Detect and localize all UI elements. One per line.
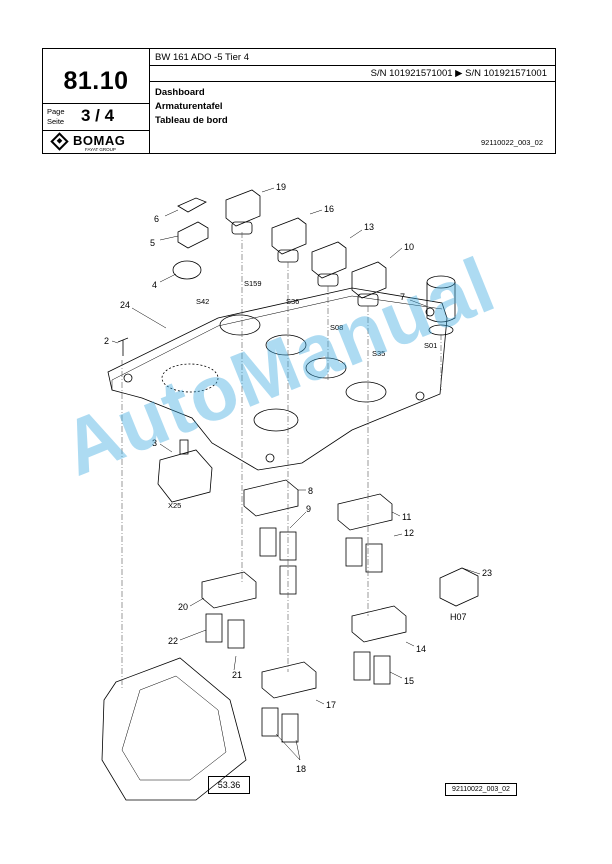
callout-24: 24: [120, 300, 130, 310]
contact-block-18: [261, 707, 279, 737]
switch-cutout: [345, 381, 387, 403]
sensor-3: [157, 449, 213, 503]
page-label: Page: [47, 107, 65, 116]
holder-17: [261, 661, 317, 699]
seite-label: Seite: [47, 117, 65, 126]
callouts: 19 6 16 5 13 10 4 24 S159 S42 S36 7 S08 …: [104, 182, 492, 774]
holder-14: [351, 605, 407, 643]
switch-cutout: [219, 314, 261, 336]
callout-6: 6: [154, 214, 159, 224]
callout-14: 14: [416, 644, 426, 654]
reference-box: 53.36: [208, 776, 250, 794]
callout-X25: X25: [168, 501, 181, 510]
callout-7: 7: [400, 292, 405, 302]
callout-10: 10: [404, 242, 414, 252]
switch-cutout: [265, 334, 307, 356]
title-block: 81.10 Page Seite 3 / 4 BOMAG FAYAT GROUP…: [42, 48, 556, 154]
title-fr: Tableau de bord: [155, 115, 228, 126]
switch-cutout: [253, 408, 299, 432]
callout-4: 4: [152, 280, 157, 290]
callout-12: 12: [404, 528, 414, 538]
page-counter: Page Seite 3 / 4: [43, 103, 149, 131]
contact-block-21: [227, 619, 245, 649]
title-de: Armaturentafel: [155, 101, 223, 112]
callout-11: 11: [402, 512, 411, 522]
callout-S42: S42: [196, 297, 209, 306]
callout-15: 15: [404, 676, 414, 686]
brand-name: BOMAG: [73, 133, 126, 148]
page-number: 81.10: [63, 67, 129, 95]
contact-block-18: [281, 713, 299, 743]
contact-block-9: [259, 527, 277, 557]
figure-code: 92110022_003_02: [445, 783, 517, 796]
cap-6: [177, 197, 207, 213]
callout-S159: S159: [244, 279, 262, 288]
callout-S35: S35: [372, 349, 385, 358]
callout-17: 17: [326, 700, 336, 710]
callout-S01: S01: [424, 341, 437, 350]
contact-block-15: [353, 651, 371, 681]
callout-20: 20: [178, 602, 188, 612]
callout-2: 2: [104, 336, 109, 346]
callout-5: 5: [150, 238, 155, 248]
drawing-code: 92110022_003_02: [480, 138, 543, 147]
serial-range: S/N 101921571001 ▶ S/N 101921571001: [370, 68, 547, 79]
model-name: BW 161 ADO -5 Tier 4: [155, 52, 249, 63]
bomag-logo: BOMAG FAYAT GROUP: [50, 132, 143, 153]
dial-cutout: [161, 363, 219, 393]
callout-9: 9: [306, 504, 311, 514]
title-block-left: 81.10 Page Seite 3 / 4 BOMAG FAYAT GROUP: [43, 49, 150, 153]
holder-8: [243, 479, 299, 517]
contact-block-12: [365, 543, 383, 573]
nut-4: [172, 260, 202, 280]
lower-console: [101, 657, 247, 801]
knob-5: [177, 221, 209, 249]
page-of: 3 / 4: [81, 106, 115, 125]
rotary-switch-13: [311, 241, 347, 287]
callout-23: 23: [482, 568, 492, 578]
callout-18: 18: [296, 764, 306, 774]
callout-19: 19: [276, 182, 286, 192]
holder-11: [337, 493, 393, 531]
callout-16: 16: [324, 204, 334, 214]
callout-3: 3: [152, 438, 157, 448]
switch-cutout: [305, 357, 347, 379]
title-en: Dashboard: [155, 87, 205, 98]
callout-22: 22: [168, 636, 178, 646]
holder-20: [201, 571, 257, 609]
dashboard-panel: [107, 287, 448, 471]
brand-sub: FAYAT GROUP: [85, 147, 116, 152]
callout-8: 8: [308, 486, 313, 496]
contact-block-12: [345, 537, 363, 567]
rotary-switch-16: [271, 217, 307, 263]
contact-block-15: [373, 655, 391, 685]
callout-S36: S36: [286, 297, 299, 306]
callout-S08: S08: [330, 323, 343, 332]
callout-13: 13: [364, 222, 374, 232]
callout-21: 21: [232, 670, 242, 680]
screw-2: [117, 337, 129, 356]
contact-block-22: [205, 613, 223, 643]
rotary-switch-19: [225, 189, 261, 235]
callout-H07: H07: [450, 612, 467, 622]
relay-23: [439, 567, 479, 607]
